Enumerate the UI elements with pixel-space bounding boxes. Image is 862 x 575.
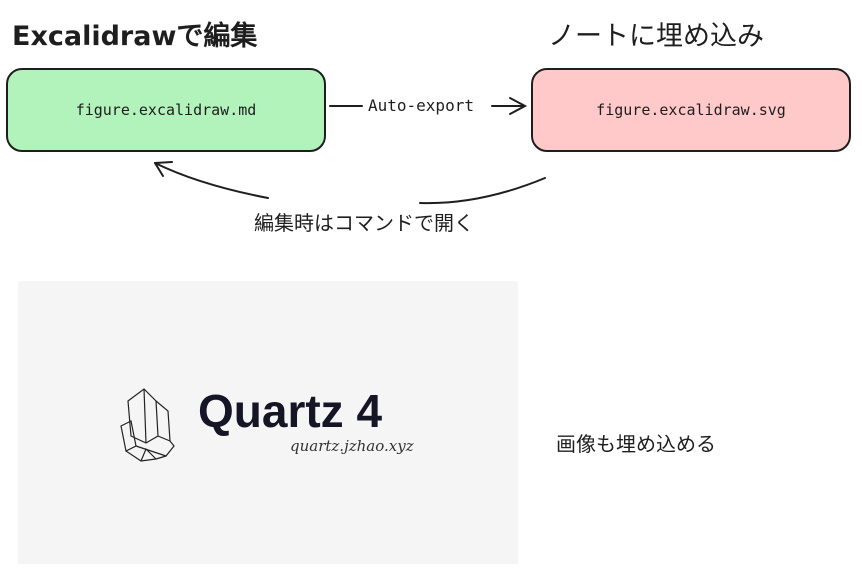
- image-note: 画像も埋め込める: [556, 432, 716, 456]
- source-file-box[interactable]: figure.excalidraw.md: [6, 68, 326, 152]
- image-url: quartz.jzhao.xyz: [290, 437, 414, 455]
- target-file-box[interactable]: figure.excalidraw.svg: [531, 68, 851, 152]
- image-title: Quartz 4: [198, 385, 383, 437]
- crystal-logo-icon: [120, 388, 175, 462]
- back-arrow-line: [154, 162, 546, 205]
- left-heading: Excalidrawで編集: [12, 21, 258, 52]
- source-file-label: figure.excalidraw.md: [75, 101, 257, 119]
- back-arrow-label: 編集時はコマンドで開く: [254, 211, 474, 235]
- embedded-image: [18, 281, 518, 564]
- forward-arrow-head: [509, 97, 528, 115]
- target-file-label: figure.excalidraw.svg: [596, 101, 786, 119]
- forward-arrow-label: Auto-export: [368, 96, 474, 115]
- back-arrow-head: [154, 161, 173, 177]
- right-heading: ノートに埋め込み: [548, 21, 764, 52]
